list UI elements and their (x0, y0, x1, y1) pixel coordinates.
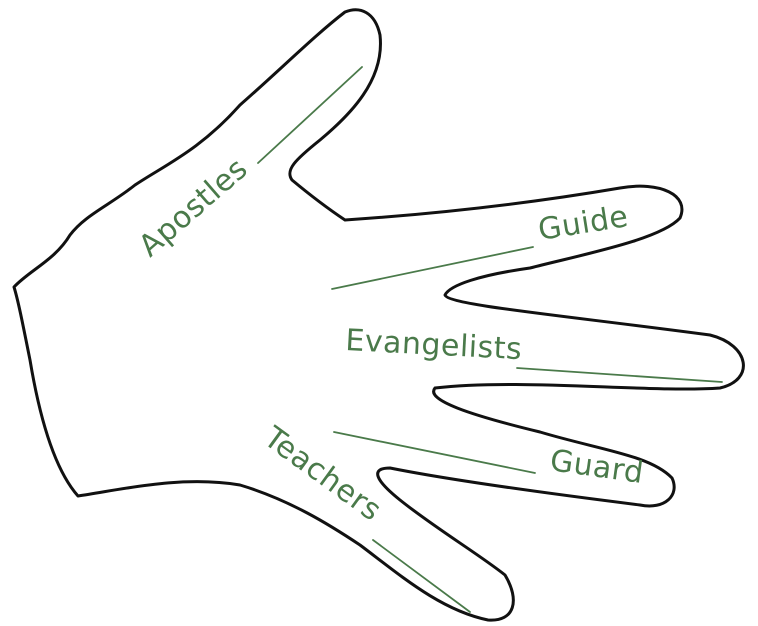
hand-outline (14, 10, 743, 620)
